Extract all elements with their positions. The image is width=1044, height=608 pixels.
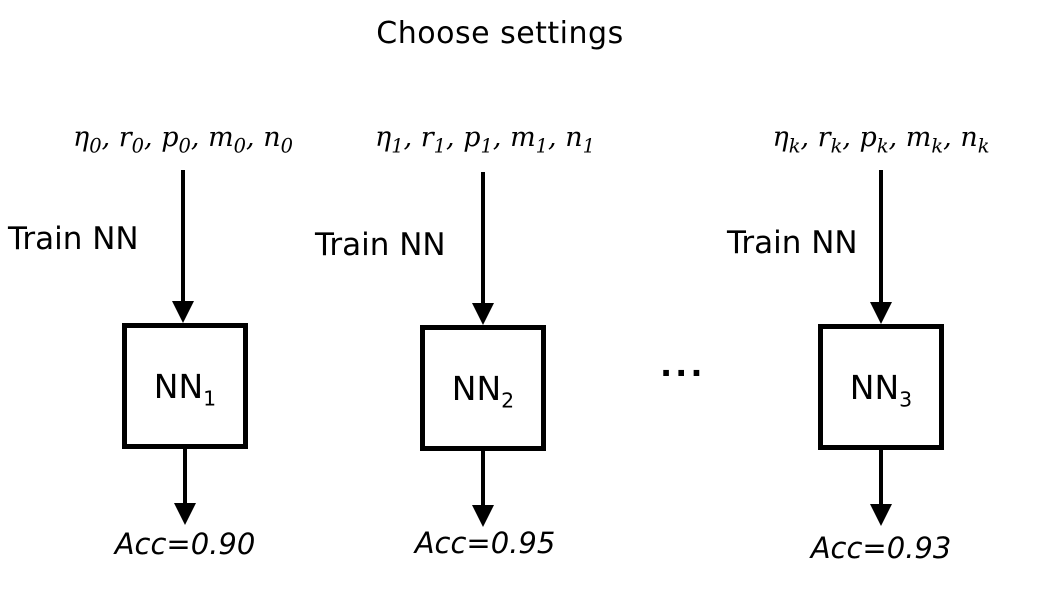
input-arrow-head-icon-3 <box>870 302 892 324</box>
nn-box-label-3: NN3 <box>849 367 913 412</box>
accuracy-label-2: Acc=0.95 <box>414 526 556 560</box>
train-nn-label-3: Train NN <box>727 225 858 261</box>
input-arrow-line-3 <box>879 170 883 302</box>
hyperparameters-label-2: η1, r1, p1, m1, n1 <box>375 122 595 158</box>
hyperparameters-label-1: η0, r0, p0, m0, n0 <box>73 122 293 158</box>
output-arrow-line-3 <box>879 450 883 504</box>
output-arrow-line-2 <box>481 451 485 505</box>
nn-box-1: NN1 <box>122 323 248 449</box>
nn-box-label-1: NN1 <box>153 366 217 411</box>
ellipsis-label: ... <box>660 346 706 384</box>
hyperparameters-label-3: ηk, rk, pk, mk, nk <box>772 122 990 158</box>
output-arrow-head-icon-1 <box>174 503 196 525</box>
nn-box-label-2: NN2 <box>451 368 515 413</box>
input-arrow-line-1 <box>181 170 185 303</box>
output-arrow-line-1 <box>183 449 187 505</box>
output-arrow-head-icon-2 <box>472 505 494 527</box>
nn-box-3: NN3 <box>818 324 944 450</box>
input-arrow-head-icon-1 <box>172 301 194 323</box>
output-arrow-head-icon-3 <box>870 504 892 526</box>
input-arrow-line-2 <box>481 172 485 303</box>
accuracy-label-3: Acc=0.93 <box>810 531 952 565</box>
input-arrow-head-icon-2 <box>472 303 494 325</box>
nn-box-2: NN2 <box>420 325 546 451</box>
accuracy-label-1: Acc=0.90 <box>114 527 256 561</box>
diagram-title: Choose settings <box>376 16 624 51</box>
train-nn-label-1: Train NN <box>8 221 139 257</box>
train-nn-label-2: Train NN <box>315 227 446 263</box>
